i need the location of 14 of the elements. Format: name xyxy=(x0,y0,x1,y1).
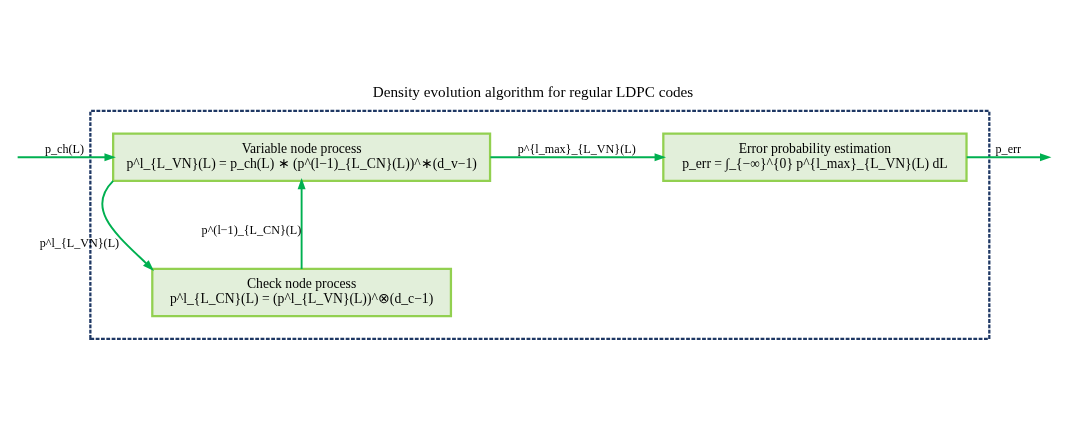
diagram-title: Density evolution algorithm for regular LDPC codes xyxy=(372,83,694,101)
edge-label: p^(l−1)_{L_CN}(L) xyxy=(201,223,302,238)
node-box: Variable node process p^l_{L_VN}(L) = p_ch(L) ∗ (p^(l−1)_{L_CN}(L))^∗(d_v−1) xyxy=(112,132,492,182)
node-box: Error probability estimation p_err = ∫_{−∞}^{0} p^{l_max}_{L_VN}(L) dL xyxy=(662,132,968,182)
arrow xyxy=(101,179,154,271)
arrow xyxy=(16,153,116,162)
edge-label: p_ch(L) xyxy=(44,142,85,157)
edge-label: p^{l_max}_{L_VN}(L) xyxy=(517,142,636,157)
arrow xyxy=(965,153,1052,162)
arrow xyxy=(297,177,306,270)
edge-label: p^l_{L_VN}(L) xyxy=(39,235,120,250)
node-box: Check node process p^l_{L_CN}(L) = (p^l_{L_VN}(L))^⊗(d_c−1) xyxy=(151,267,453,318)
edge-label: p_err xyxy=(995,142,1022,157)
arrow xyxy=(489,153,666,162)
